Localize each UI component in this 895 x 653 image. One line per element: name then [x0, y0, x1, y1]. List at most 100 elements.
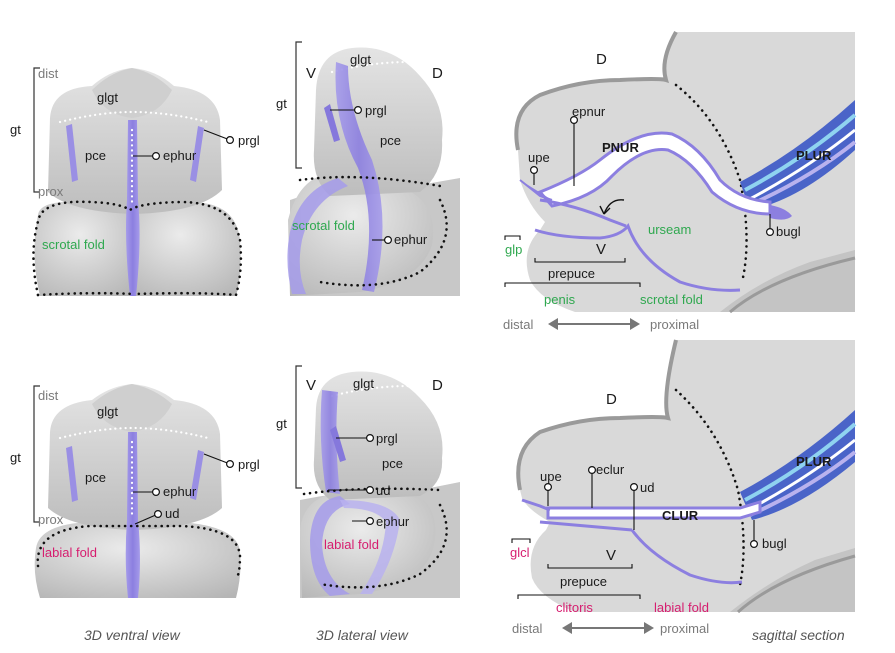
label-ud: ud: [376, 483, 390, 498]
label-prox: prox: [38, 184, 64, 199]
fold-urethra-inner: [340, 500, 400, 594]
sagittal-male-panel: D epnur PNUR PLUR upe urseam bugl glp V …: [503, 31, 857, 332]
genital-tubercle-shape: [313, 371, 443, 500]
gt-bracket: [295, 41, 302, 169]
label-prgl: prgl: [238, 133, 260, 148]
bugl-gland: [770, 205, 792, 220]
label-glp: glp: [505, 242, 522, 257]
sagittal-female-panel: D upe eclur ud PLUR CLUR bugl glcl V pre…: [510, 339, 857, 636]
fold-urethra-shape: [287, 178, 348, 294]
prepuce-lining: [630, 529, 743, 585]
label-pce: pce: [382, 456, 403, 471]
label-labial-fold: labial fold: [654, 600, 709, 615]
label-ud: ud: [640, 480, 654, 495]
label-V: V: [306, 377, 316, 394]
label-upe: upe: [528, 150, 550, 165]
labial-fold-shape: [300, 492, 436, 598]
caption-lateral: 3D lateral view: [316, 627, 409, 643]
label-distal: distal: [503, 317, 533, 332]
label-prgl: prgl: [376, 431, 398, 446]
glans-shape: [92, 384, 172, 432]
prgl-shape: [324, 104, 340, 142]
label-bugl: bugl: [762, 536, 787, 551]
label-D: D: [432, 377, 443, 394]
plur-bundle: [740, 100, 855, 210]
prgl-left-shape: [66, 124, 78, 182]
clur-lumen: [546, 499, 762, 520]
label-epnur: epnur: [572, 104, 606, 119]
label-scrotal-fold: scrotal fold: [640, 292, 703, 307]
label-PLUR: PLUR: [796, 148, 832, 163]
prepuce-lining: [534, 222, 741, 292]
label-D: D: [606, 391, 617, 408]
urseam-arrow: [603, 199, 625, 215]
label-V: V: [596, 241, 606, 258]
label-distal: distal: [512, 621, 542, 636]
label-dist: dist: [38, 66, 59, 81]
label-prgl: prgl: [365, 103, 387, 118]
label-labial-fold: labial fold: [42, 545, 97, 560]
label-ephur: ephur: [163, 484, 197, 499]
prgl-left-shape: [66, 446, 78, 502]
label-labial-fold: labial fold: [324, 537, 379, 552]
prgl-shape: [330, 426, 346, 462]
plur-bundle: [740, 410, 855, 520]
prgl-right-shape: [190, 450, 204, 500]
label-eclur: eclur: [596, 462, 625, 477]
label-glgt: glgt: [97, 90, 118, 105]
label-glcl: glcl: [510, 545, 530, 560]
label-gt: gt: [276, 416, 287, 431]
label-D: D: [596, 51, 607, 68]
label-glgt: glgt: [350, 52, 371, 67]
scrotal-fold-left-shape: [34, 201, 136, 296]
scrotal-fold-shape: [288, 172, 434, 296]
label-prgl: prgl: [238, 457, 260, 472]
urethral-plate-shape: [335, 62, 383, 292]
section-tissue: [518, 340, 855, 612]
label-ephur: ephur: [394, 232, 428, 247]
label-scrotal-fold: scrotal fold: [292, 218, 355, 233]
label-PLUR: PLUR: [796, 454, 832, 469]
label-gt: gt: [276, 96, 287, 111]
ventral-male-panel: dist prox gt glgt pce ephur prgl scrotal…: [10, 66, 260, 297]
caption-sagittal: sagittal section: [752, 627, 845, 643]
label-proximal: proximal: [650, 317, 699, 332]
label-ephur: ephur: [163, 148, 197, 163]
urethral-plate-shape: [320, 390, 340, 494]
distal-proximal-arrow: [548, 318, 640, 330]
scrotal-fold-right-shape: [131, 202, 241, 296]
label-upe: upe: [540, 469, 562, 484]
lateral-male-panel: V D gt glgt prgl pce scrotal fold ephur: [276, 41, 460, 296]
label-PNUR: PNUR: [602, 140, 639, 155]
lateral-female-panel: V D gt glgt prgl pce ud ephur labial fol…: [276, 365, 460, 598]
glans-shape: [92, 68, 172, 118]
distal-proximal-arrow: [562, 622, 654, 634]
label-dist: dist: [38, 388, 59, 403]
label-gt: gt: [10, 450, 21, 465]
caption-ventral: 3D ventral view: [84, 627, 181, 643]
label-clitoris: clitoris: [556, 600, 593, 615]
label-CLUR: CLUR: [662, 508, 699, 523]
label-scrotal-fold: scrotal fold: [42, 237, 105, 252]
fold-urethra-shape: [310, 496, 350, 596]
label-pce: pce: [85, 148, 106, 163]
ventral-female-panel: dist prox gt glgt pce ephur prgl ud labi…: [10, 384, 260, 598]
label-V: V: [306, 65, 316, 82]
label-urseam: urseam: [648, 222, 691, 237]
label-V: V: [606, 547, 616, 564]
gt-bracket: [33, 67, 40, 193]
label-prox: prox: [38, 512, 64, 527]
label-ud: ud: [165, 506, 179, 521]
urethral-plate-shape: [126, 120, 140, 296]
label-penis: penis: [544, 292, 576, 307]
gt-bracket: [295, 365, 302, 489]
label-gt: gt: [10, 122, 21, 137]
label-glgt: glgt: [353, 376, 374, 391]
label-prepuce: prepuce: [560, 574, 607, 589]
label-proximal: proximal: [660, 621, 709, 636]
prgl-right-shape: [190, 126, 204, 182]
gt-bracket: [33, 385, 40, 523]
label-prepuce: prepuce: [548, 266, 595, 281]
